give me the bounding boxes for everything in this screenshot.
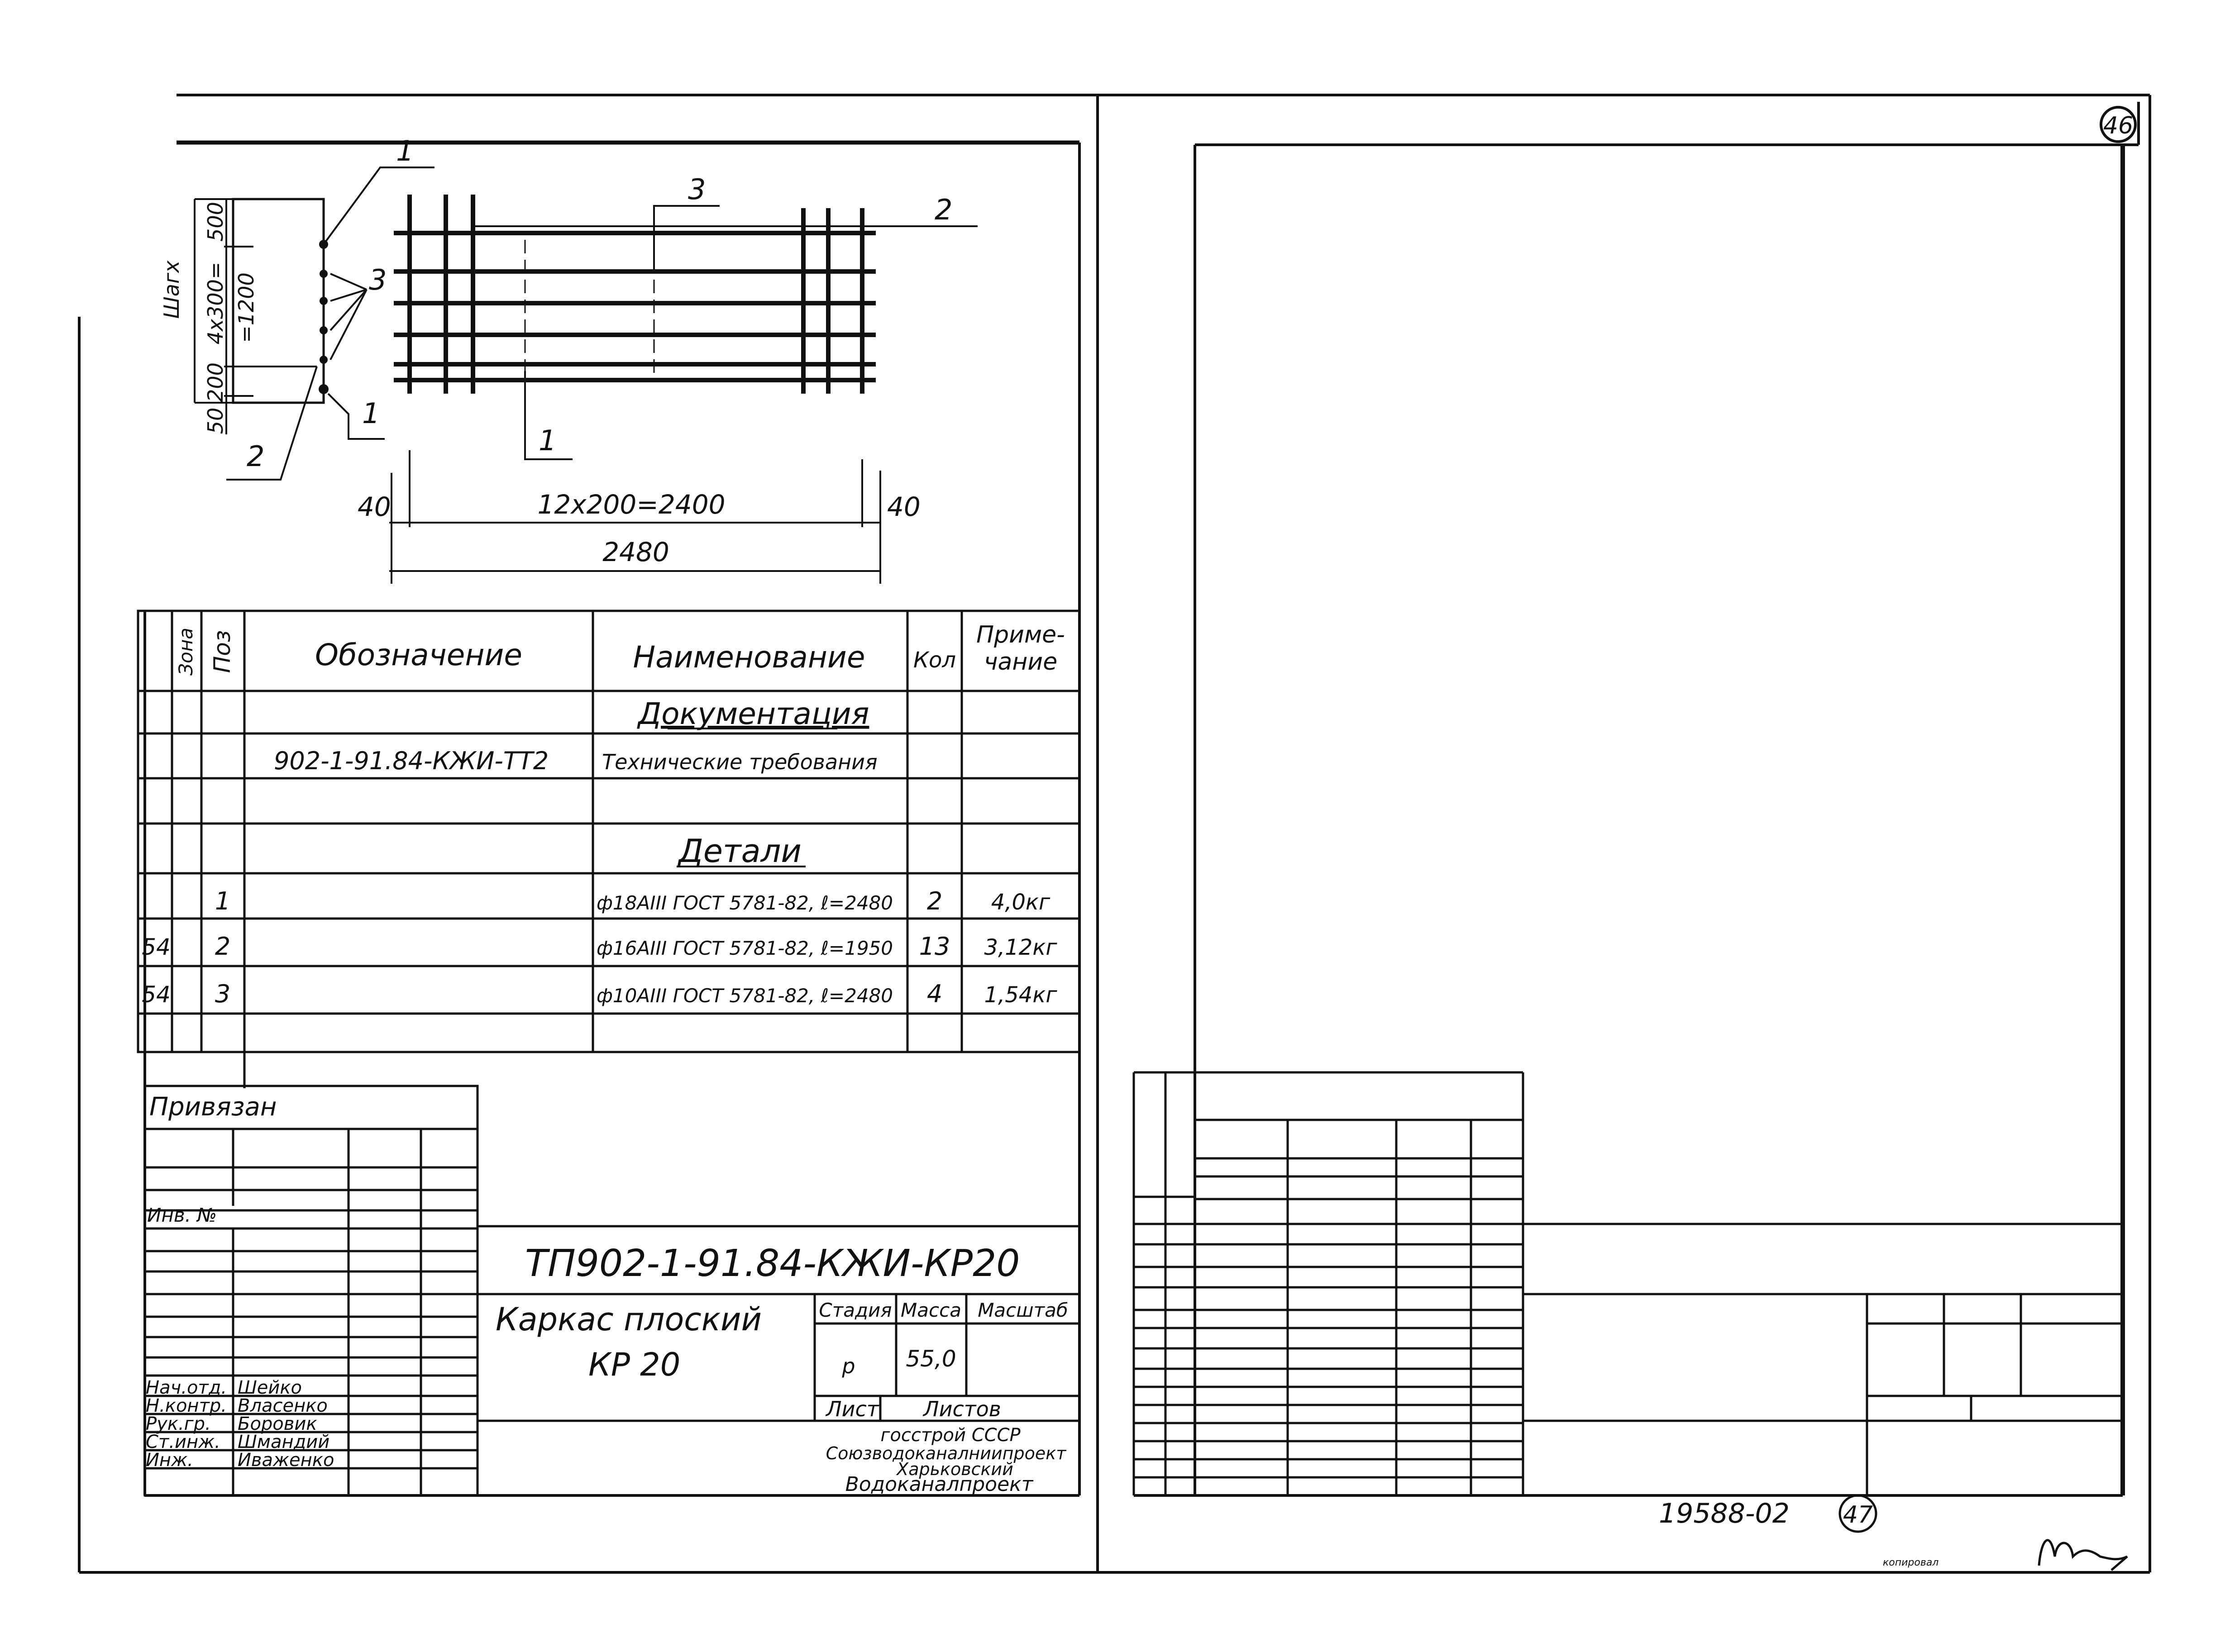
- header-note-1: Приме-: [976, 621, 1065, 648]
- header-name: Наименование: [633, 640, 865, 675]
- header-qty: Кол: [913, 647, 956, 673]
- sheet-number-badge: 46: [2100, 106, 2137, 143]
- person-name: Шейко: [238, 1377, 302, 1398]
- section-callout-3: 3: [369, 263, 387, 296]
- docs-row-name: Технические требования: [602, 750, 878, 774]
- person-role: Нач.отд.: [146, 1377, 227, 1398]
- dim-40-left: 40: [358, 491, 391, 522]
- row-2-zone: 54: [142, 934, 171, 960]
- mass-label: Масса: [901, 1299, 961, 1321]
- section-callout-1-top: 1: [396, 134, 414, 167]
- row-1-note: 4,0кг: [991, 890, 1050, 915]
- dim-total-label: Шагх: [159, 260, 184, 319]
- signature-mark: [2038, 1539, 2128, 1571]
- section-docs: Документация: [637, 696, 869, 731]
- row-2-qty: 13: [919, 932, 950, 961]
- page-frame: [78, 94, 2151, 1574]
- section-callout-1-bottom: 1: [362, 397, 380, 430]
- right-title-grid: [1132, 1071, 2123, 1495]
- row-3-name: ф10АIII ГОСТ 5781-82, ℓ=2480: [597, 985, 893, 1007]
- spec-table: Зона Поз Обозначение Наименование Кол Пр…: [137, 609, 1081, 1088]
- row-3-note: 1,54кг: [984, 982, 1057, 1008]
- row-3-zone: 54: [142, 981, 171, 1008]
- plan-callout-1: 1: [539, 424, 556, 457]
- row-1-name: ф18АIII ГОСТ 5781-82, ℓ=2480: [597, 892, 893, 914]
- dim-1200: =1200: [234, 272, 258, 343]
- title-block: Привязан Инв. № ТП902-1-91.84-КЖИ-КР20 К…: [143, 1085, 1079, 1497]
- people-list: Нач.отд. Шейко Н.контр. Власенко Рук.гр.…: [146, 1377, 334, 1471]
- org-line2: Союзводоканалниипроект: [826, 1443, 1067, 1463]
- attached-label: Привязан: [149, 1092, 277, 1122]
- row-2-pos: 2: [215, 932, 230, 961]
- sheet-number-bottom: 47: [1843, 1501, 1873, 1528]
- sheet-number-top: 46: [2103, 112, 2133, 139]
- person-name: Власенко: [238, 1395, 328, 1416]
- item-name-line1: Каркас плоский: [496, 1301, 762, 1338]
- header-note-2: чание: [984, 648, 1057, 676]
- dim-500: 500: [203, 202, 228, 242]
- org-line3: Харьковский: [896, 1459, 1013, 1479]
- sheet-label: Лист: [825, 1397, 879, 1421]
- item-name-line2: КР 20: [588, 1346, 680, 1383]
- sheets-label: Листов: [922, 1397, 1001, 1421]
- row-1-qty: 2: [927, 887, 942, 915]
- signature-note: копировал: [1883, 1557, 1939, 1568]
- row-3-qty: 4: [927, 980, 942, 1008]
- row-2-name: ф16АIII ГОСТ 5781-82, ℓ=1950: [597, 937, 893, 959]
- plan-callout-2: 2: [935, 193, 952, 226]
- person-role: Н.контр.: [146, 1395, 227, 1416]
- header-pos: Поз: [209, 630, 235, 673]
- person-name: Шмандий: [238, 1432, 329, 1452]
- inv-no-label: Инв. №: [147, 1204, 217, 1226]
- rebar-drawing: 1 3 1 2 Шагх 500 4х300= =1200 200 50: [159, 134, 978, 584]
- mass-value: 55,0: [906, 1346, 956, 1372]
- person-role: Рук.гр.: [146, 1414, 211, 1434]
- row-1-pos: 1: [215, 887, 230, 915]
- org-line1: госстрой СССР: [880, 1425, 1021, 1446]
- section-parts: Детали: [677, 833, 802, 870]
- archive-number: 19588-02: [1659, 1498, 1790, 1529]
- row-3-pos: 3: [215, 980, 230, 1008]
- person-role: Инж.: [146, 1450, 193, 1471]
- table-row: 54 2 ф16АIII ГОСТ 5781-82, ℓ=1950 13 3,1…: [142, 932, 1057, 961]
- dim-40-right: 40: [887, 491, 921, 522]
- org-line4: Водоканалпроект: [845, 1473, 1034, 1496]
- stage-value: р: [841, 1354, 855, 1378]
- header-zone: Зона: [175, 628, 197, 676]
- table-row: 54 3 ф10АIII ГОСТ 5781-82, ℓ=2480 4 1,54…: [142, 980, 1057, 1008]
- dim-12x200: 12х200=2400: [537, 489, 725, 520]
- person-name: Иваженко: [238, 1450, 334, 1471]
- table-row: 1 ф18АIII ГОСТ 5781-82, ℓ=2480 2 4,0кг: [215, 887, 1050, 915]
- document-code: ТП902-1-91.84-КЖИ-КР20: [525, 1242, 1020, 1285]
- dim-4x300: 4х300=: [203, 262, 228, 345]
- person-name: Боровик: [238, 1414, 317, 1434]
- header-designation: Обозначение: [315, 638, 522, 672]
- row-2-note: 3,12кг: [984, 935, 1057, 960]
- dim-200: 200: [203, 362, 228, 402]
- docs-row-designation: 902-1-91.84-КЖИ-ТТ2: [274, 747, 549, 775]
- sheet-number-bottom-badge: 47: [1838, 1494, 1877, 1533]
- stage-label: Стадия: [819, 1299, 892, 1321]
- dim-50: 50: [203, 408, 228, 434]
- scale-label: Масштаб: [978, 1299, 1068, 1321]
- plan-callout-3: 3: [688, 173, 706, 206]
- dim-2480: 2480: [602, 537, 669, 567]
- section-callout-2: 2: [247, 440, 264, 473]
- person-role: Ст.инж.: [146, 1432, 220, 1452]
